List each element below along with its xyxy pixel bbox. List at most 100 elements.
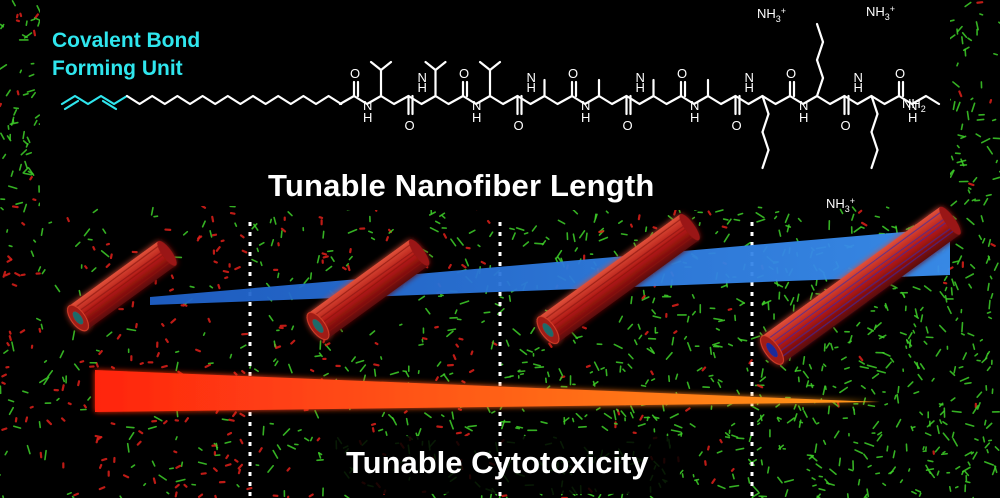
dead-cell: [105, 242, 111, 246]
live-cell: [946, 305, 952, 315]
live-cell: [793, 404, 797, 410]
covalent-bond-line-1: Covalent Bond: [52, 29, 201, 52]
live-cell: [737, 212, 744, 216]
hydrogen-atom: H: [363, 110, 372, 125]
dead-cell: [94, 434, 102, 439]
live-cell: [368, 230, 374, 234]
live-cell: [784, 213, 790, 224]
live-cell: [125, 426, 135, 429]
live-cell: [348, 255, 353, 261]
live-cell: [234, 222, 238, 227]
live-cell: [314, 354, 322, 358]
live-cell: [939, 419, 943, 425]
live-cell: [224, 440, 232, 444]
live-cell: [767, 301, 770, 311]
live-cell: [428, 211, 436, 216]
live-cell: [417, 428, 422, 437]
live-cell: [61, 376, 66, 383]
live-cell: [378, 428, 384, 432]
dead-cell: [637, 214, 641, 221]
live-cell: [735, 447, 745, 451]
live-cell: [923, 285, 932, 292]
dead-cell: [201, 204, 207, 209]
dead-cell: [116, 333, 122, 340]
live-cell: [359, 364, 367, 373]
dead-cell: [33, 29, 37, 37]
live-cell: [323, 372, 329, 377]
live-cell: [796, 293, 800, 302]
live-cell: [147, 425, 157, 430]
live-cell: [913, 390, 920, 395]
live-cell: [709, 346, 713, 355]
live-cell: [964, 470, 970, 477]
live-cell: [180, 461, 184, 467]
fiber-stripe: [312, 242, 413, 317]
diene-double-1: [63, 99, 80, 111]
live-cell: [106, 331, 113, 337]
live-cell: [19, 69, 23, 74]
live-cell: [739, 302, 745, 307]
nitrogen-atom: N: [690, 98, 699, 113]
live-cell: [750, 405, 760, 411]
live-cell: [971, 102, 976, 113]
live-cell: [713, 317, 723, 321]
nitrogen-atom: N: [363, 98, 372, 113]
live-cell: [87, 396, 92, 401]
live-cell: [511, 232, 516, 240]
live-cell: [362, 374, 366, 383]
dead-cell: [650, 370, 654, 376]
live-cell: [737, 337, 743, 342]
live-cell: [314, 409, 320, 419]
live-cell: [613, 250, 619, 257]
dead-cell: [461, 263, 467, 269]
nitrogen-atom: N: [908, 98, 917, 113]
dead-cell: [701, 366, 707, 372]
dead-cell: [16, 90, 20, 96]
fiber-core: [72, 311, 84, 325]
live-cell: [991, 118, 997, 122]
dead-cell: [226, 431, 233, 436]
methyl-branch: [478, 60, 492, 72]
live-cell: [833, 327, 838, 333]
live-cell: [667, 215, 674, 221]
live-cell: [812, 417, 817, 424]
live-cell: [784, 281, 790, 289]
live-cell: [797, 405, 802, 411]
live-cell: [777, 476, 783, 484]
dead-cell: [46, 419, 53, 426]
live-cell: [5, 89, 11, 97]
live-cell: [22, 130, 26, 140]
live-cell: [431, 493, 436, 498]
live-cell: [964, 1, 972, 8]
dead-cell: [730, 467, 735, 472]
live-cell: [724, 432, 731, 437]
live-cell: [633, 339, 638, 346]
live-cell: [960, 332, 965, 336]
live-cell: [87, 238, 93, 241]
dead-cell: [29, 175, 33, 181]
dead-cell: [173, 450, 178, 454]
methyl-branch: [424, 60, 437, 72]
live-cell: [722, 218, 729, 221]
live-cell: [215, 442, 218, 451]
live-cell: [316, 255, 320, 264]
live-cell: [856, 321, 861, 327]
live-cell: [888, 470, 894, 475]
live-cell: [405, 371, 410, 378]
live-cell: [875, 472, 881, 475]
live-cell: [649, 495, 654, 498]
live-cell: [938, 402, 944, 408]
live-cell: [840, 356, 847, 361]
live-cell: [871, 373, 880, 379]
live-cell: [56, 397, 60, 402]
live-cell: [942, 432, 950, 441]
live-cell: [799, 421, 804, 424]
live-cell: [732, 473, 735, 480]
methyl-branch: [434, 60, 447, 72]
fiber-far-end: [939, 206, 961, 235]
live-cell: [825, 342, 831, 349]
live-cell: [251, 258, 258, 263]
live-cell: [447, 328, 457, 332]
live-cell: [276, 444, 282, 451]
live-cell: [22, 92, 29, 96]
